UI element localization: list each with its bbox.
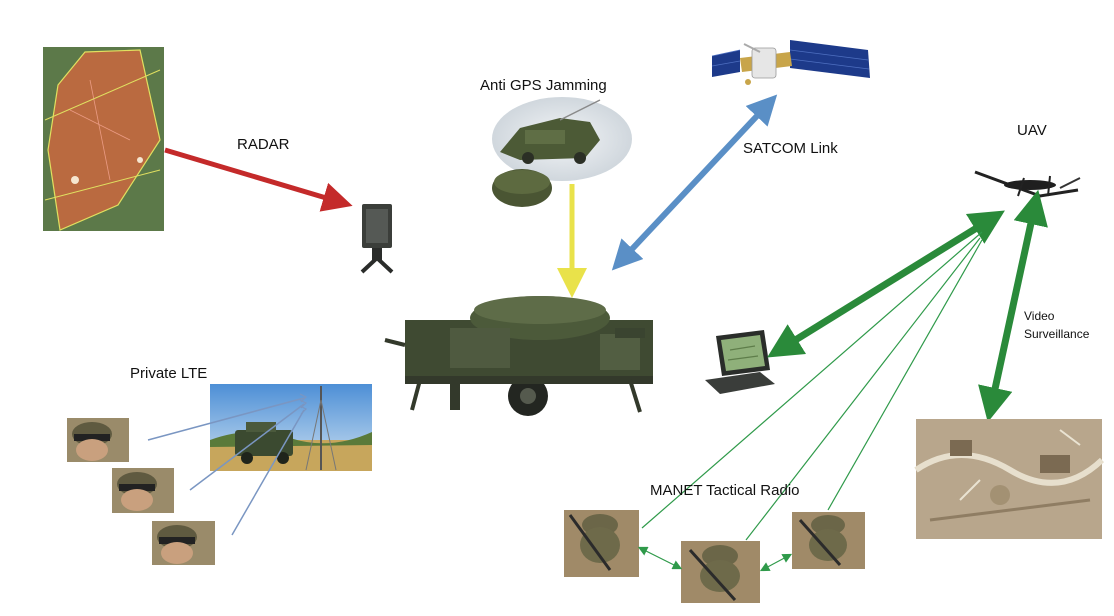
manet-soldier-1-image	[564, 510, 639, 577]
laptop-icon	[705, 330, 775, 394]
private-lte-scene-image	[210, 384, 372, 471]
surveillance-map-image	[914, 419, 1105, 539]
laptop-uav-link-arrow	[767, 210, 1005, 358]
manet-tactical-radio-label: MANET Tactical Radio	[650, 482, 800, 499]
lte-links	[147, 393, 308, 536]
video-label-line1: Video	[1024, 309, 1055, 323]
lte-soldier-2-image	[112, 468, 174, 513]
lte-soldier-3-image	[152, 521, 215, 565]
satcom-link-arrow	[611, 94, 778, 271]
radar-link-arrow	[164, 147, 353, 212]
manet-soldier-2-image	[681, 541, 760, 603]
manet-soldier-3-image	[792, 512, 865, 569]
manet-uav-links	[641, 231, 983, 541]
manet-mesh-links	[637, 546, 793, 572]
radar-label: RADAR	[237, 136, 290, 153]
uav-label: UAV	[1017, 122, 1047, 139]
satcom-link-label: SATCOM Link	[743, 140, 838, 157]
video-surveillance-label: Video Surveillance	[1024, 307, 1089, 343]
central-command-trailer-image	[384, 296, 653, 416]
radar-map-image	[43, 47, 164, 231]
uav-icon	[974, 170, 1081, 198]
private-lte-label: Private LTE	[130, 365, 208, 382]
satellite-icon	[711, 40, 870, 85]
lte-soldier-1-image	[67, 418, 129, 462]
anti-gps-jamming-image	[492, 97, 632, 207]
video-label-line2: Surveillance	[1024, 327, 1090, 341]
radar-unit-icon	[360, 204, 394, 274]
video-surveillance-link-arrow	[978, 189, 1048, 423]
anti-gps-jamming-label: Anti GPS Jamming	[480, 77, 607, 94]
